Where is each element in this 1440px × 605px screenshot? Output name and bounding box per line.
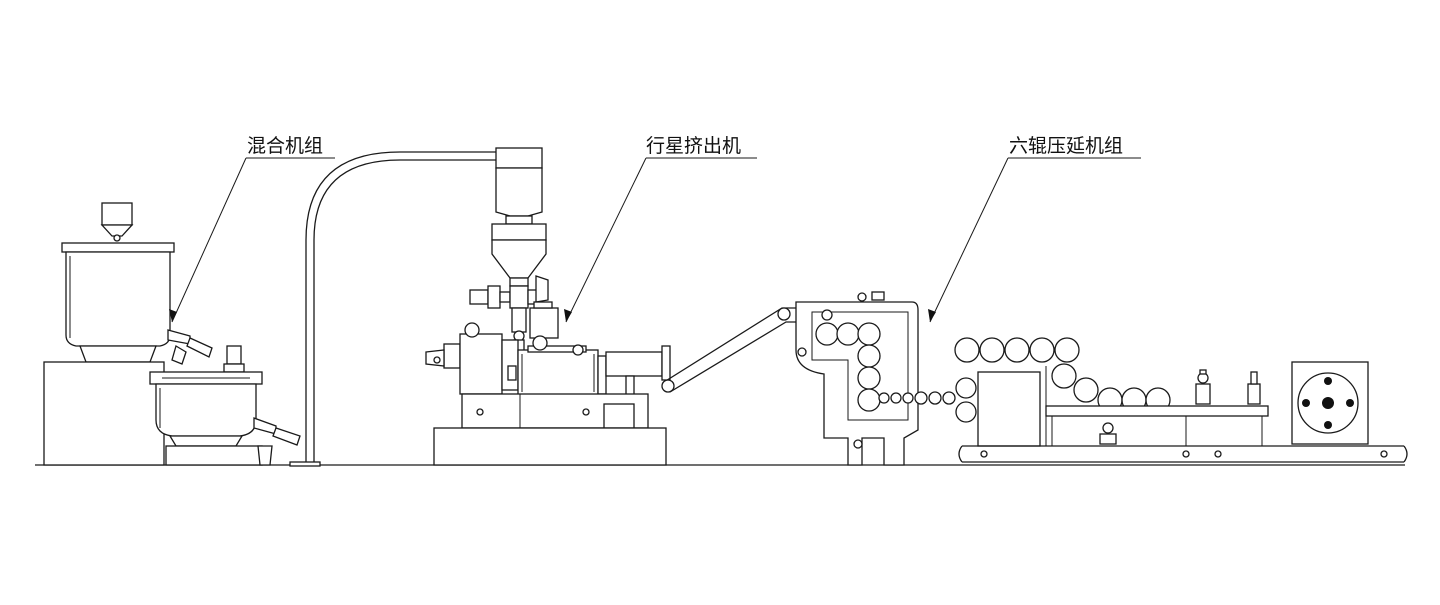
feed-pipe [289, 151, 496, 467]
planetary-extruder [425, 147, 671, 466]
downstream-line [954, 337, 1408, 463]
leader-lines [169, 157, 1141, 323]
six-roll-calender [795, 291, 956, 466]
label-mixer-unit: 混合机组 [247, 135, 323, 157]
mixer-unit [43, 202, 301, 466]
label-planetary-extruder: 行星挤出机 [646, 135, 741, 157]
label-six-roll-calender: 六辊压延机组 [1009, 135, 1123, 157]
